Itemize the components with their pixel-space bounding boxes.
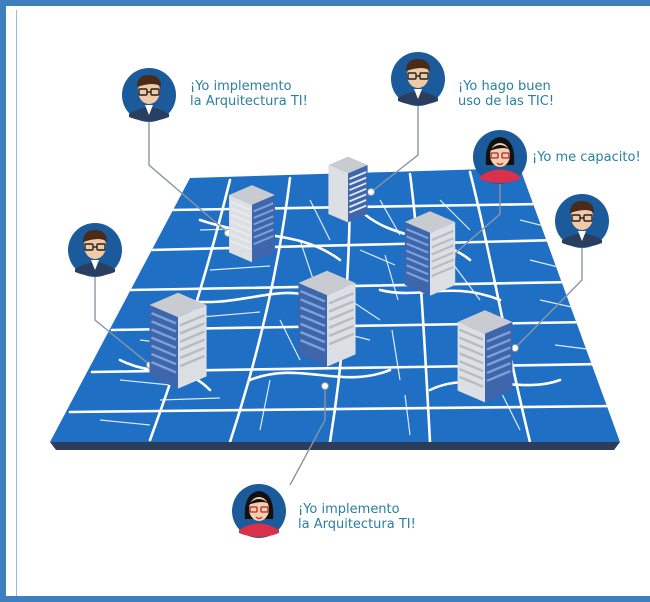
caption-top-left: ¡Yo implemento la Arquitectura TI!: [190, 79, 308, 109]
frame-inner-rule: [16, 10, 17, 596]
caption-line: ¡Yo hago buen: [458, 79, 551, 94]
avatar-woman-icon: [232, 484, 286, 538]
caption-top-center: ¡Yo hago buen uso de las TIC!: [458, 79, 554, 109]
building: [298, 270, 356, 367]
avatar-man-icon: [555, 194, 609, 248]
building: [149, 292, 207, 389]
building: [229, 185, 275, 263]
caption-line: la Arquitectura TI!: [190, 94, 308, 109]
caption-line: ¡Yo implemento: [298, 502, 400, 517]
avatar-man-icon: [68, 223, 122, 277]
building: [404, 211, 456, 296]
avatar-man-icon: [122, 68, 176, 122]
caption-line: ¡Yo me capacito!: [532, 150, 641, 165]
map-shadow: [50, 442, 620, 450]
caption-line: la Arquitectura TI!: [298, 517, 416, 532]
avatar-man-icon: [391, 52, 445, 106]
avatar-woman-icon: [473, 130, 527, 184]
building: [457, 310, 513, 403]
caption-right-upper: ¡Yo me capacito!: [532, 150, 641, 165]
caption-bottom: ¡Yo implemento la Arquitectura TI!: [298, 502, 416, 532]
connector-lines: [94, 103, 583, 486]
caption-line: ¡Yo implemento: [190, 79, 292, 94]
building: [328, 156, 368, 223]
caption-line: uso de las TIC!: [458, 94, 555, 109]
